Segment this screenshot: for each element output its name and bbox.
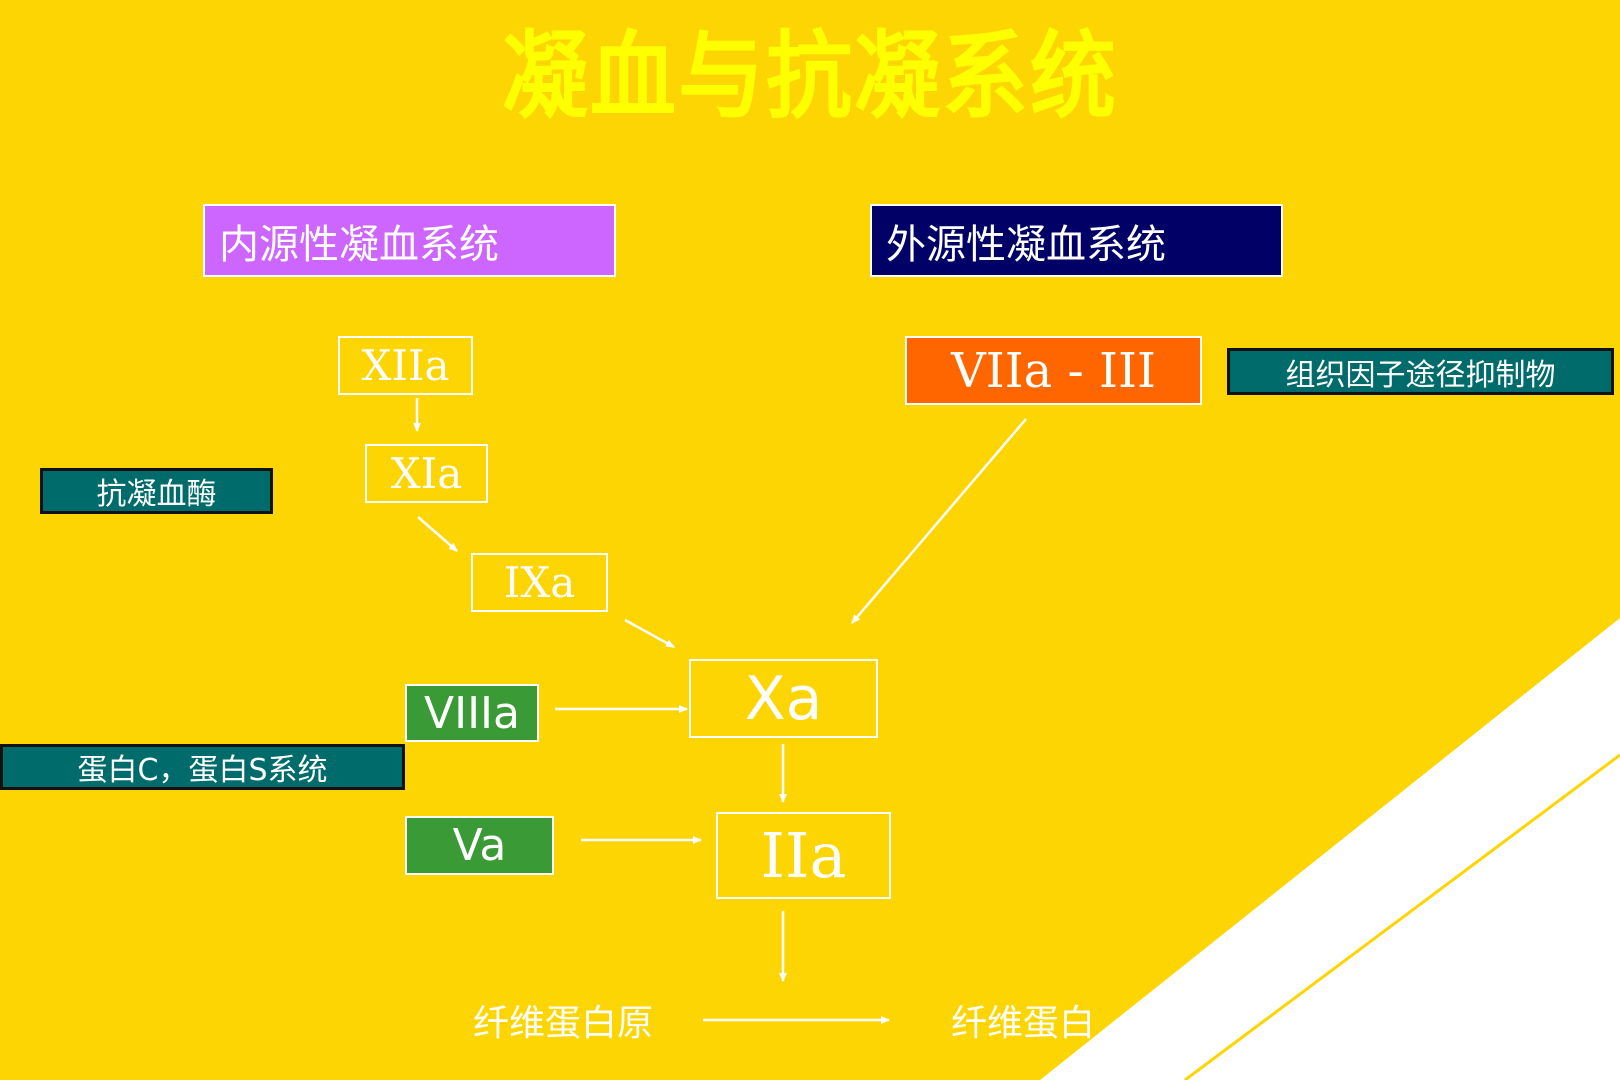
factor-iia: IIa	[716, 812, 891, 899]
factor-xia: XIa	[365, 444, 488, 503]
factor-xiia: XIIa	[338, 336, 473, 395]
antithrombin-label: 抗凝血酶	[40, 468, 273, 514]
cofactor-viiia: VIIIa	[405, 684, 539, 742]
page-title: 凝血与抗凝系统	[502, 21, 1118, 132]
fibrinogen-label: 纤维蛋白原	[472, 1003, 653, 1044]
intrinsic-system-label: 内源性凝血系统	[203, 204, 616, 277]
protein-c-s-system-label: 蛋白C，蛋白S系统	[0, 744, 405, 790]
cofactor-va: Va	[405, 816, 554, 875]
fibrin-label: 纤维蛋白	[950, 1003, 1095, 1044]
tfpi-inhibitor-label: 组织因子途径抑制物	[1227, 348, 1614, 395]
extrinsic-system-label: 外源性凝血系统	[870, 204, 1283, 277]
arrow-xia-to-ixa	[417, 516, 458, 552]
white-diagonal-band	[1040, 618, 1620, 1080]
factor-viia-iii: VIIa - III	[905, 336, 1202, 405]
arrow-ixa-to-xa	[624, 618, 675, 649]
arrow-viia-to-xa	[851, 418, 1027, 624]
factor-xa: Xa	[689, 659, 878, 738]
diagonal-accent-line	[1184, 753, 1620, 1080]
factor-ixa: IXa	[471, 553, 608, 612]
